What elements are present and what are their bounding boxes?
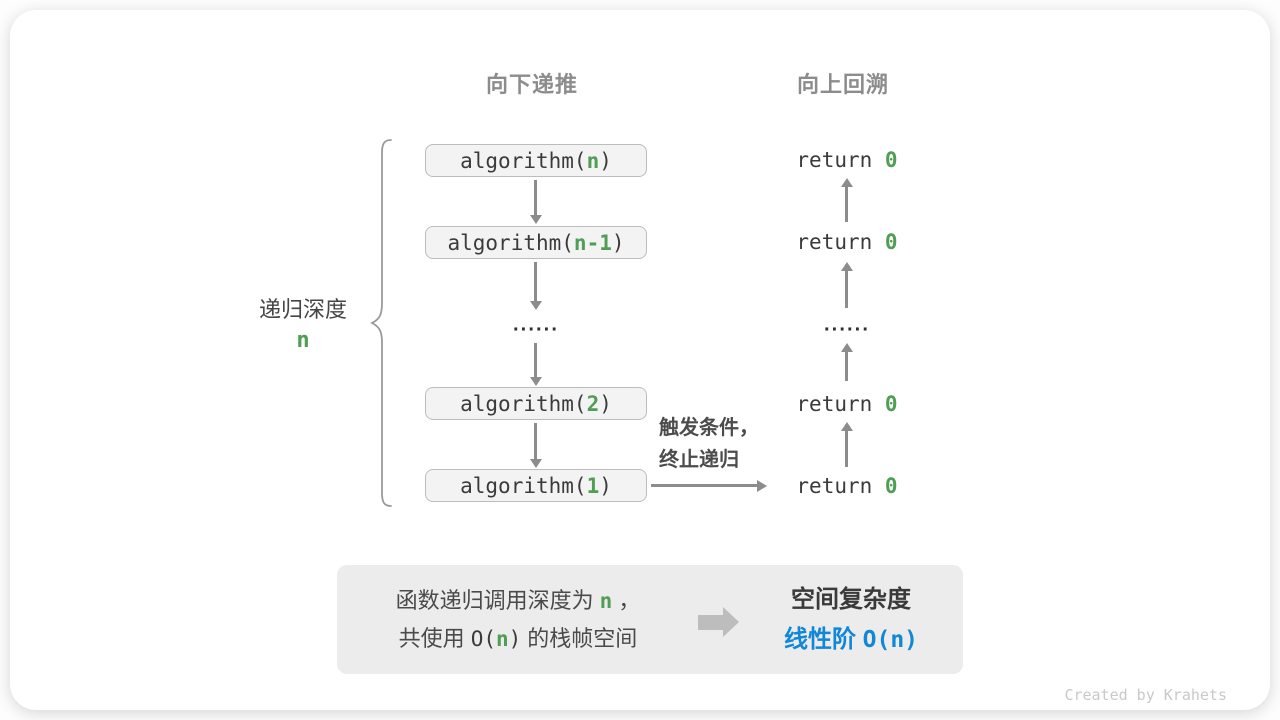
recursion-depth-brace-icon: [369, 139, 392, 507]
return-statement: return 0: [777, 391, 917, 417]
summary-line1-text: 函数递归调用深度为: [395, 588, 594, 613]
result-arrow-head: [723, 607, 739, 637]
call-arg: 1: [586, 473, 600, 498]
call-box-algorithm-n: algorithm(n): [425, 144, 647, 177]
return-value: 0: [884, 392, 898, 416]
ellipsis-descend: ······: [513, 319, 559, 341]
call-code: algorithm(: [460, 473, 587, 498]
result-label: 线性阶: [783, 626, 856, 653]
return-value: 0: [884, 230, 898, 254]
trigger-note: 触发条件， 终止递归: [659, 412, 779, 476]
diagram-card: 向下递推 向上回溯 递归深度 n algorithm(n) algorithm(…: [10, 10, 1270, 710]
phase-header-descend: 向下递推: [485, 72, 578, 97]
result-title: 空间复杂度: [791, 586, 911, 613]
summary-line2-text: 共使用: [398, 626, 465, 651]
down-arrow-icon: [529, 180, 542, 224]
big-o-close: ): [508, 627, 522, 651]
result-arrow-icon: [698, 607, 739, 638]
result-formula: O(n): [862, 627, 919, 653]
recursion-depth-variable: n: [296, 328, 310, 353]
call-code: algorithm(: [447, 230, 574, 255]
result-arrow-shaft: [698, 615, 723, 630]
big-o-variable: n: [495, 627, 509, 651]
call-arg: n-1: [573, 230, 612, 255]
return-keyword: return: [796, 392, 873, 416]
up-arrow-icon: [840, 178, 853, 222]
summary-line1-tail: ，: [618, 588, 641, 613]
big-o-expression: O(n): [471, 627, 522, 651]
call-box-algorithm-n-1: algorithm(n-1): [425, 226, 647, 259]
return-value: 0: [884, 474, 898, 498]
result-value: 线性阶 O(n): [741, 619, 961, 654]
return-statement: return 0: [777, 147, 917, 173]
return-keyword: return: [796, 148, 873, 172]
up-arrow-icon: [840, 422, 853, 467]
down-arrow-icon: [529, 423, 542, 468]
up-arrow-icon: [840, 262, 853, 308]
down-arrow-icon: [529, 343, 542, 386]
return-keyword: return: [796, 474, 873, 498]
phase-header-backtrack: 向上回溯: [796, 72, 889, 97]
call-arg: 2: [586, 391, 600, 416]
call-arg: n: [586, 148, 600, 173]
call-code-close: ): [599, 148, 612, 173]
down-arrow-icon: [529, 262, 542, 310]
call-code-close: ): [599, 391, 612, 416]
call-code: algorithm(: [460, 148, 587, 173]
watermark: Created by Krahets: [1064, 686, 1227, 704]
call-code: algorithm(: [460, 391, 587, 416]
return-statement: return 0: [777, 229, 917, 255]
return-keyword: return: [796, 230, 873, 254]
ellipsis-backtrack: ······: [824, 319, 870, 341]
base-case-arrow-icon: [651, 479, 767, 492]
trigger-note-line2: 终止递归: [659, 449, 739, 471]
call-code-close: ): [611, 230, 625, 255]
summary-line2-tail: 的栈帧空间: [527, 626, 638, 651]
call-code-close: ): [599, 473, 612, 498]
return-value: 0: [884, 148, 898, 172]
call-box-algorithm-2: algorithm(2): [425, 387, 647, 420]
summary-panel: [337, 565, 963, 674]
return-statement: return 0: [777, 473, 917, 499]
recursion-depth-label: 递归深度: [258, 297, 347, 322]
trigger-note-line1: 触发条件，: [659, 417, 759, 439]
big-o-open: O(: [470, 627, 496, 651]
call-box-algorithm-1: algorithm(1): [425, 469, 647, 502]
summary-variable: n: [599, 589, 613, 613]
up-arrow-icon: [840, 343, 853, 381]
